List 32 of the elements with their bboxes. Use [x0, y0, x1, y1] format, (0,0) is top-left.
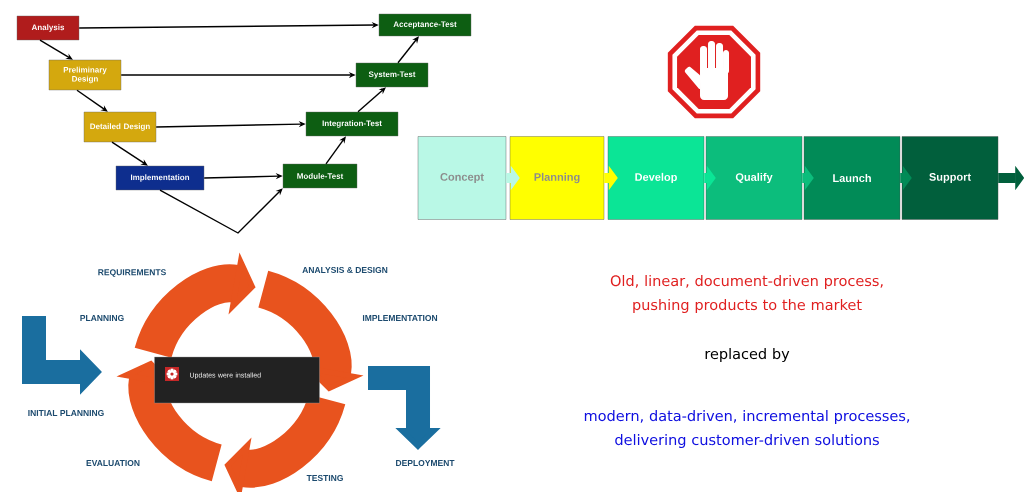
- process-box: Analysis: [16, 15, 80, 41]
- stage-label: IMPLEMENTATION: [362, 315, 438, 321]
- phase-box: Launch: [803, 136, 901, 220]
- stage-label: EVALUATION: [86, 460, 140, 466]
- arrow: [111, 141, 148, 166]
- arrow: [159, 188, 283, 234]
- arrow: [39, 39, 73, 60]
- process-box: Integration-Test: [305, 111, 399, 137]
- phase-box: Develop: [607, 136, 705, 220]
- phase-box: Support: [901, 136, 999, 220]
- arrow: [397, 36, 419, 64]
- phase-box: Concept: [417, 136, 507, 220]
- phase-box: Qualify: [705, 136, 803, 220]
- stage-label: INITIAL PLANNING: [28, 410, 104, 416]
- arrow: [325, 136, 346, 165]
- stage-label: ANALYSIS & DESIGN: [302, 267, 388, 273]
- statement-text: Old, linear, document-driven process, pushing products to the market: [610, 275, 883, 313]
- process-box: Acceptance-Test: [378, 13, 472, 37]
- process-box: System-Test: [355, 62, 429, 88]
- process-box: Preliminary Design: [48, 59, 122, 91]
- arrow: [76, 89, 108, 112]
- phase-box: Planning: [509, 136, 605, 220]
- stage-label: REQUIREMENTS: [98, 269, 166, 277]
- process-box: Module-Test: [282, 163, 358, 189]
- statement-text: modern, data-driven, incremental processes, delivering customer-driven solutions: [584, 410, 910, 448]
- arrow: [357, 87, 386, 113]
- stage-label: PLANNING: [80, 315, 124, 321]
- statement-text: replaced by: [705, 348, 790, 362]
- process-box: Detailed Design: [83, 111, 157, 143]
- stage-label: DEPLOYMENT: [396, 460, 455, 466]
- stage-label: TESTING: [306, 475, 343, 481]
- process-box: Implementation: [115, 165, 205, 191]
